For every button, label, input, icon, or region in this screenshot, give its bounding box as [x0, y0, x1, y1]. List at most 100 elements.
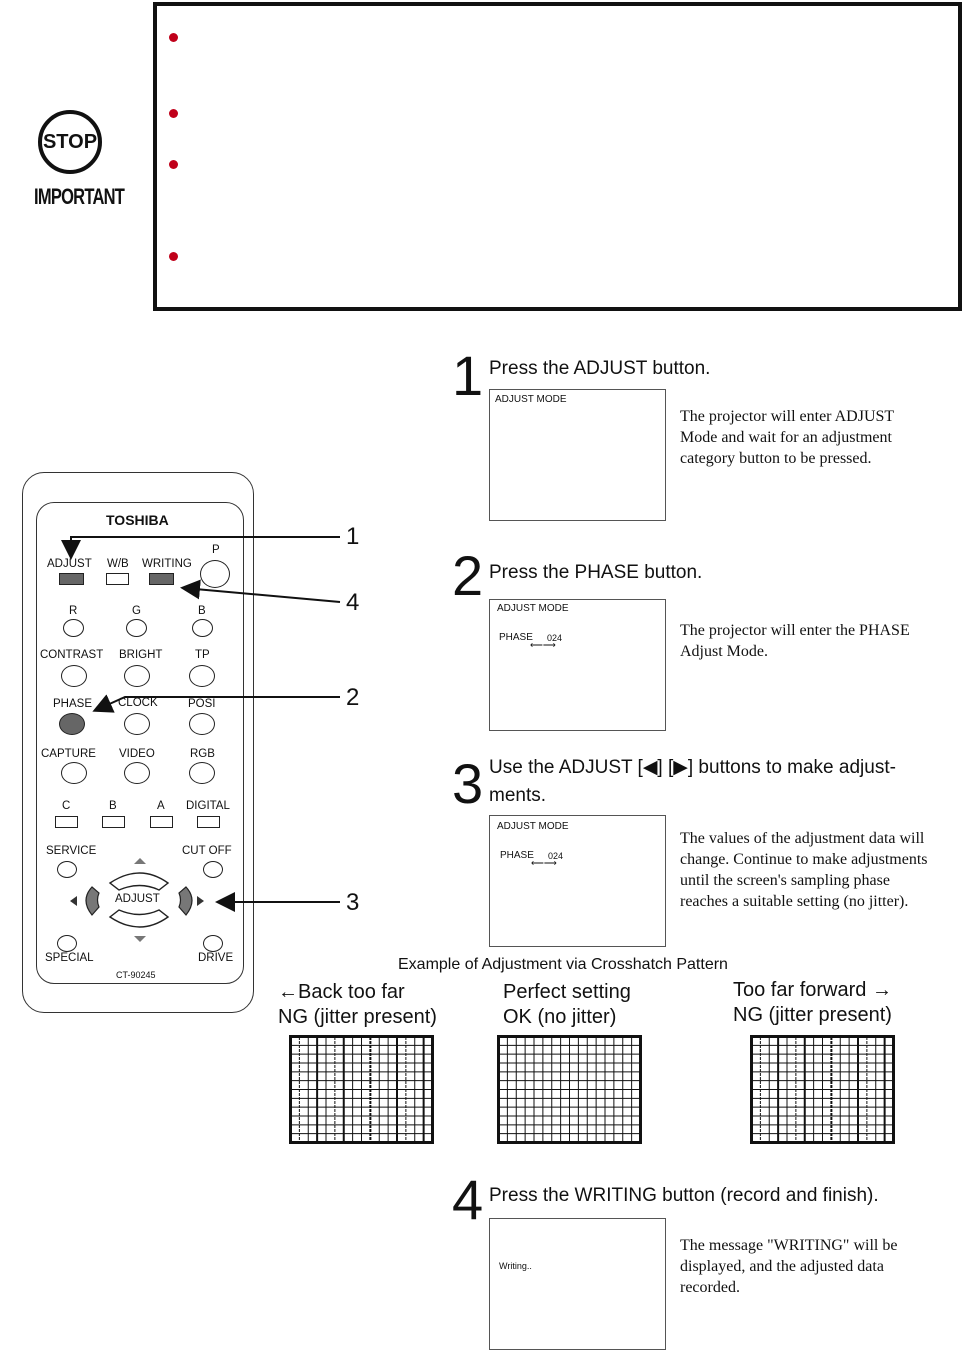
rgb-button[interactable] — [189, 762, 215, 784]
posi-button[interactable] — [189, 713, 215, 735]
step-3-description: The values of the adjustment data will c… — [680, 830, 928, 910]
special-button-label: SPECIAL — [45, 952, 94, 964]
important-label: IMPORTANT — [34, 184, 125, 209]
step-1-number: 1 — [452, 344, 484, 407]
capture-button[interactable] — [61, 762, 87, 784]
step-1-title: Press the ADJUST button. — [489, 358, 711, 379]
step-4-number: 4 — [452, 1168, 484, 1231]
r-button-label: R — [69, 605, 78, 617]
step-3-title-cont: ments. — [489, 785, 547, 806]
phase-button-label: PHASE — [53, 698, 92, 710]
digital-button[interactable] — [197, 816, 220, 828]
important-notice-box — [153, 2, 962, 311]
down-arrow-icon — [134, 936, 146, 942]
step-2-title: Press the PHASE button. — [489, 562, 703, 583]
adjust-button-label: ADJUST — [47, 558, 92, 570]
video-button-label: VIDEO — [119, 748, 155, 760]
special-button[interactable] — [57, 935, 77, 952]
stop-icon: STOP — [38, 110, 102, 174]
callout-3: 3 — [346, 889, 360, 916]
contrast-button[interactable] — [61, 665, 87, 687]
step-1-screen: ADJUST MODE — [489, 389, 666, 521]
r-button[interactable] — [63, 619, 84, 637]
step-2-screen: ADJUST MODE PHASE 024 ⟵⟶ — [489, 599, 666, 731]
right-arrow-icon — [197, 896, 204, 906]
p-button-label: P — [212, 544, 220, 556]
bullet-icon — [169, 109, 178, 118]
video-button[interactable] — [124, 762, 150, 784]
callout-4: 4 — [346, 589, 360, 616]
step-4-description: The message "WRITING" will be displayed,… — [680, 1237, 898, 1296]
phase-button[interactable] — [59, 713, 85, 735]
c-button[interactable] — [55, 816, 78, 828]
stop-label: STOP — [42, 130, 98, 153]
left-button — [85, 886, 100, 916]
p-button[interactable] — [200, 560, 230, 588]
g-button-label: G — [132, 605, 141, 617]
remote-brand: TOSHIBA — [106, 512, 169, 528]
b-button[interactable] — [192, 619, 213, 637]
drive-button[interactable] — [203, 935, 223, 952]
step-3-number: 3 — [452, 752, 484, 815]
right-button — [178, 886, 193, 916]
screen-mode-text: ADJUST MODE — [495, 394, 567, 405]
crosshatch-title: Example of Adjustment via Crosshatch Pat… — [398, 956, 728, 973]
screen-phase-text: PHASE — [500, 850, 534, 861]
service-button-label: SERVICE — [46, 845, 97, 857]
posi-button-label: POSI — [188, 698, 216, 710]
bright-button-label: BRIGHT — [119, 649, 163, 661]
callout-2: 2 — [346, 684, 360, 711]
clock-button[interactable] — [124, 713, 150, 735]
crosshatch-perfect — [497, 1035, 642, 1144]
step-2-number: 2 — [452, 544, 484, 607]
wb-button-label: W/B — [107, 558, 129, 570]
example-3-line1: Too far forward → — [733, 979, 892, 1001]
remote-control-face — [36, 502, 244, 984]
screen-writing-text: Writing.. — [499, 1261, 532, 1271]
cutoff-button[interactable] — [203, 861, 223, 878]
adjust-button[interactable] — [59, 573, 84, 585]
bullet-icon — [169, 160, 178, 169]
writing-button[interactable] — [149, 573, 174, 585]
example-1-line1: ←Back too far — [278, 981, 405, 1003]
screen-mode-text: ADJUST MODE — [497, 603, 569, 614]
example-2-line1: Perfect setting — [503, 981, 631, 1003]
g-button[interactable] — [126, 619, 147, 637]
down-button — [108, 909, 170, 928]
step-3-title: Use the ADJUST [◀] [▶] buttons to make a… — [489, 757, 896, 778]
example-1-line2: NG (jitter present) — [278, 1006, 437, 1028]
adjust-center-label: ADJUST — [115, 893, 160, 905]
crosshatch-back-too-far — [289, 1035, 434, 1144]
step-2-description: The projector will enter the PHASE Adjus… — [680, 622, 910, 660]
left-right-arrow-icon: ⟵⟶ — [530, 640, 556, 650]
bullet-icon — [169, 33, 178, 42]
up-arrow-icon — [134, 858, 146, 864]
bullet-icon — [169, 252, 178, 261]
direction-pad — [70, 858, 204, 942]
up-button — [108, 872, 170, 891]
tp-button-label: TP — [195, 649, 210, 661]
contrast-button-label: CONTRAST — [40, 649, 104, 661]
example-3-line2: NG (jitter present) — [733, 1004, 892, 1026]
wb-button[interactable] — [106, 573, 129, 585]
capture-button-label: CAPTURE — [41, 748, 96, 760]
left-arrow-icon — [70, 896, 77, 906]
remote-model: CT-90245 — [116, 970, 156, 980]
b2-button[interactable] — [102, 816, 125, 828]
remote-control — [22, 472, 254, 1013]
rgb-button-label: RGB — [190, 748, 215, 760]
a-button[interactable] — [150, 816, 173, 828]
cutoff-button-label: CUT OFF — [182, 845, 232, 857]
drive-button-label: DRIVE — [198, 952, 234, 964]
step-4-title: Press the WRITING button (record and fin… — [489, 1185, 879, 1206]
writing-button-label: WRITING — [142, 558, 192, 570]
tp-button[interactable] — [189, 665, 215, 687]
c-button-label: C — [62, 800, 71, 812]
step-3-screen: ADJUST MODE PHASE 024 ⟵⟶ — [489, 815, 666, 947]
crosshatch-too-far-forward — [750, 1035, 895, 1144]
step-1-description: The projector will enter ADJUST Mode and… — [680, 408, 894, 467]
service-button[interactable] — [57, 861, 77, 878]
example-2-line2: OK (no jitter) — [503, 1006, 617, 1028]
b2-button-label: B — [109, 800, 117, 812]
bright-button[interactable] — [124, 665, 150, 687]
